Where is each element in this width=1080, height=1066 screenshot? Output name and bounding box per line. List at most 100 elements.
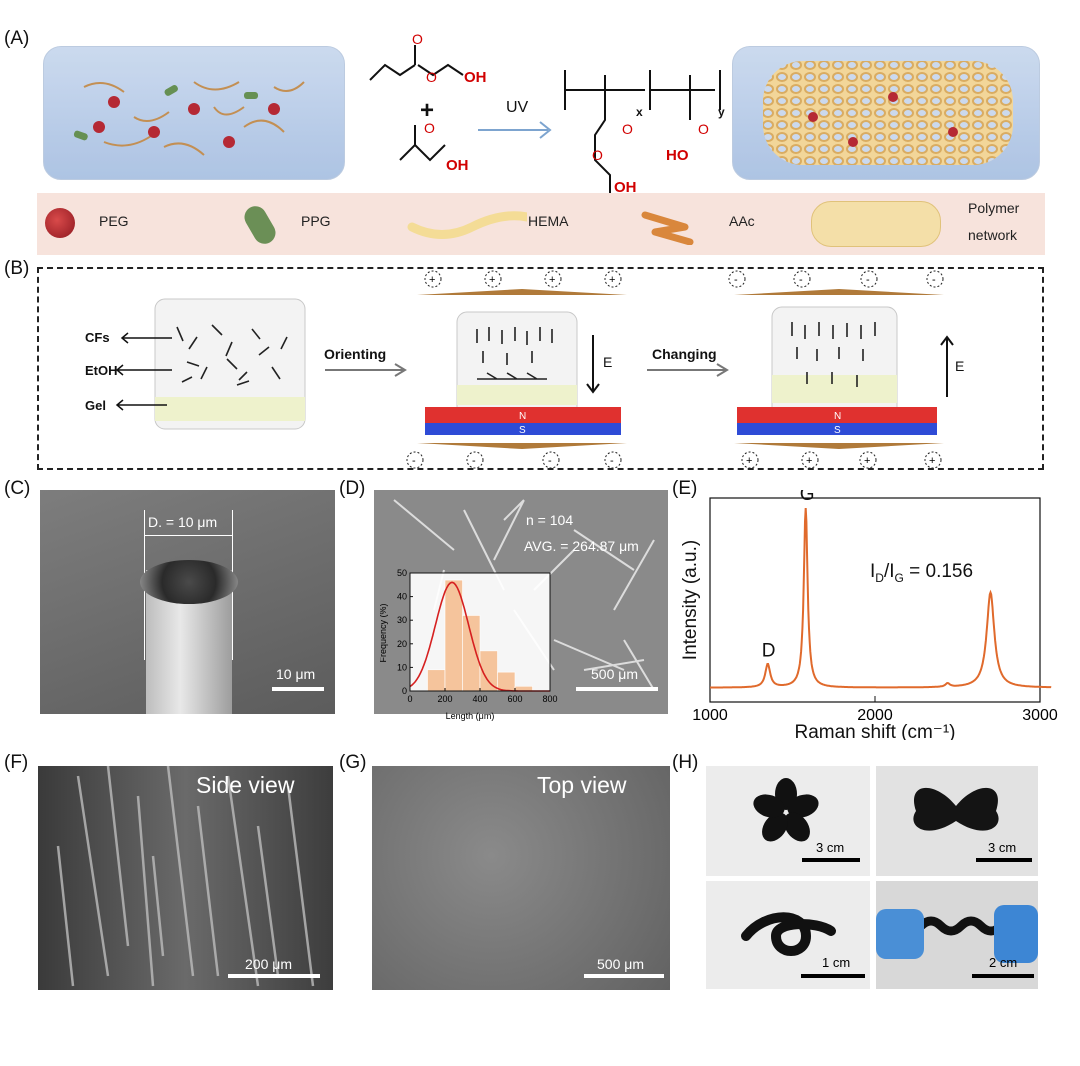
gel-label: Gel [85, 398, 106, 413]
ho-label: HO [666, 147, 689, 164]
precursor-particles [73, 81, 305, 156]
histogram-bar [497, 671, 516, 692]
scale-label-h4: 2 cm [989, 955, 1018, 970]
twisted-strip-icon [917, 916, 1005, 936]
raman-xtick-label: 2000 [857, 707, 893, 724]
sem-image-f: Side view 200 μm [38, 766, 333, 990]
hist-ytick-label: 40 [397, 592, 407, 602]
svg-text:-: - [866, 274, 870, 286]
hist-ytick-label: 50 [397, 568, 407, 578]
panel-label-f: (F) [4, 752, 29, 773]
raman-xtick-label: 1000 [692, 707, 728, 724]
flower-shape-icon [753, 778, 819, 842]
reaction-arrow [478, 121, 552, 139]
hist-ytick-label: 30 [397, 615, 407, 625]
avg-label: AVG. = 264.87 μm [524, 538, 639, 554]
ppg-icon [240, 202, 280, 248]
svg-text:-: - [548, 455, 552, 467]
legend-ppg: PPG [301, 213, 331, 229]
e-field-up: E [955, 358, 964, 374]
fiber-cross-section [140, 560, 238, 604]
hist-xlabel: Length (μm) [446, 711, 495, 721]
hist-ylabel: Frequency (%) [380, 603, 388, 662]
scale-label-c: 10 μm [276, 666, 316, 682]
butterfly-shape-icon [913, 787, 999, 831]
scale-bar-d [576, 687, 658, 691]
scale-bar-g [584, 974, 664, 978]
north-pole-2: N [834, 411, 841, 422]
scale-label-d: 500 μm [591, 666, 638, 682]
legend-polymer-line1: Polymer [968, 200, 1020, 216]
raman-ylabel: Intensity (a.u.) [680, 540, 701, 660]
svg-text:+: + [489, 274, 495, 286]
glove-left [876, 909, 924, 959]
raman-plot-frame [709, 497, 1041, 703]
polymer-o-1: O [622, 121, 633, 137]
fiber-streaks [56, 766, 315, 987]
svg-text:-: - [412, 455, 416, 467]
minus-charges-top-2: - - - - [728, 270, 944, 288]
polymer-network-image [732, 46, 1040, 180]
panel-b-schematic: CFs EtOH Gel Orienting + + + + N S - - -… [85, 270, 964, 469]
south-pole-1: S [519, 425, 526, 436]
polymer-o-3: O [592, 147, 603, 163]
svg-text:+: + [929, 455, 935, 467]
histogram-bar [462, 615, 481, 692]
legend-peg: PEG [99, 213, 129, 229]
scale-bar-c [272, 687, 324, 691]
legend-bar: PEG PPG HEMA AAc Polymer network [37, 193, 1045, 255]
panel-label-b: (B) [4, 258, 30, 279]
side-view-title: Side view [196, 772, 295, 798]
photo-knot-shape: 1 cm [706, 881, 870, 989]
raman-peak-label: G [800, 490, 815, 505]
top-view-title: Top view [537, 772, 627, 798]
legend-aac: AAc [729, 213, 755, 229]
histogram-bar [444, 579, 463, 692]
raman-xlabel: Raman shift (cm⁻¹) [795, 722, 956, 740]
glove-right [994, 905, 1038, 963]
polymer-o-2: O [698, 121, 709, 137]
carbonyl-o-1: O [412, 31, 423, 47]
panel-label-g: (G) [339, 752, 367, 773]
changing-label: Changing [652, 346, 717, 362]
hist-ytick-label: 0 [402, 686, 407, 696]
uv-label: UV [506, 99, 529, 116]
plus-charges-bottom-2: + + + + [741, 451, 942, 469]
minus-charges-bottom-1: - - - - [406, 451, 622, 469]
scale-bar-h3 [801, 974, 865, 978]
oh-label-3: OH [614, 179, 637, 196]
network-mesh [763, 61, 1013, 165]
svg-text:+: + [864, 455, 870, 467]
panel-label-e: (E) [672, 478, 698, 499]
photo-flower-shape: 3 cm [706, 766, 870, 876]
subscript-x: x [636, 105, 643, 119]
knot-shape-icon [741, 912, 836, 956]
subscript-y: y [718, 105, 725, 119]
panel-label-c: (C) [4, 478, 31, 499]
scale-label-f: 200 μm [245, 956, 292, 972]
svg-text:-: - [932, 274, 936, 286]
raman-xtick-label: 3000 [1022, 707, 1058, 724]
scale-label-h2: 3 cm [988, 840, 1017, 855]
sem-image-c: D. = 10 μm 10 μm [40, 490, 335, 714]
svg-text:+: + [609, 274, 615, 286]
reaction-plus: + [420, 97, 434, 124]
panel-label-d: (D) [339, 478, 366, 499]
panel-label-a: (A) [4, 28, 30, 49]
legend-polymer-line2: network [968, 227, 1018, 243]
raman-peak-label: D [762, 640, 776, 661]
panel-label-h: (H) [672, 752, 699, 773]
legend-hema: HEMA [528, 213, 569, 229]
hist-ytick-label: 20 [397, 639, 407, 649]
scale-label-g: 500 μm [597, 956, 644, 972]
hema-icon [407, 211, 527, 239]
svg-text:+: + [549, 274, 555, 286]
svg-text:-: - [472, 455, 476, 467]
hist-xtick-label: 800 [542, 694, 557, 704]
histogram-bar [427, 669, 446, 692]
svg-text:-: - [610, 455, 614, 467]
oh-label-1: OH [464, 69, 487, 86]
diameter-bracket [144, 535, 232, 536]
